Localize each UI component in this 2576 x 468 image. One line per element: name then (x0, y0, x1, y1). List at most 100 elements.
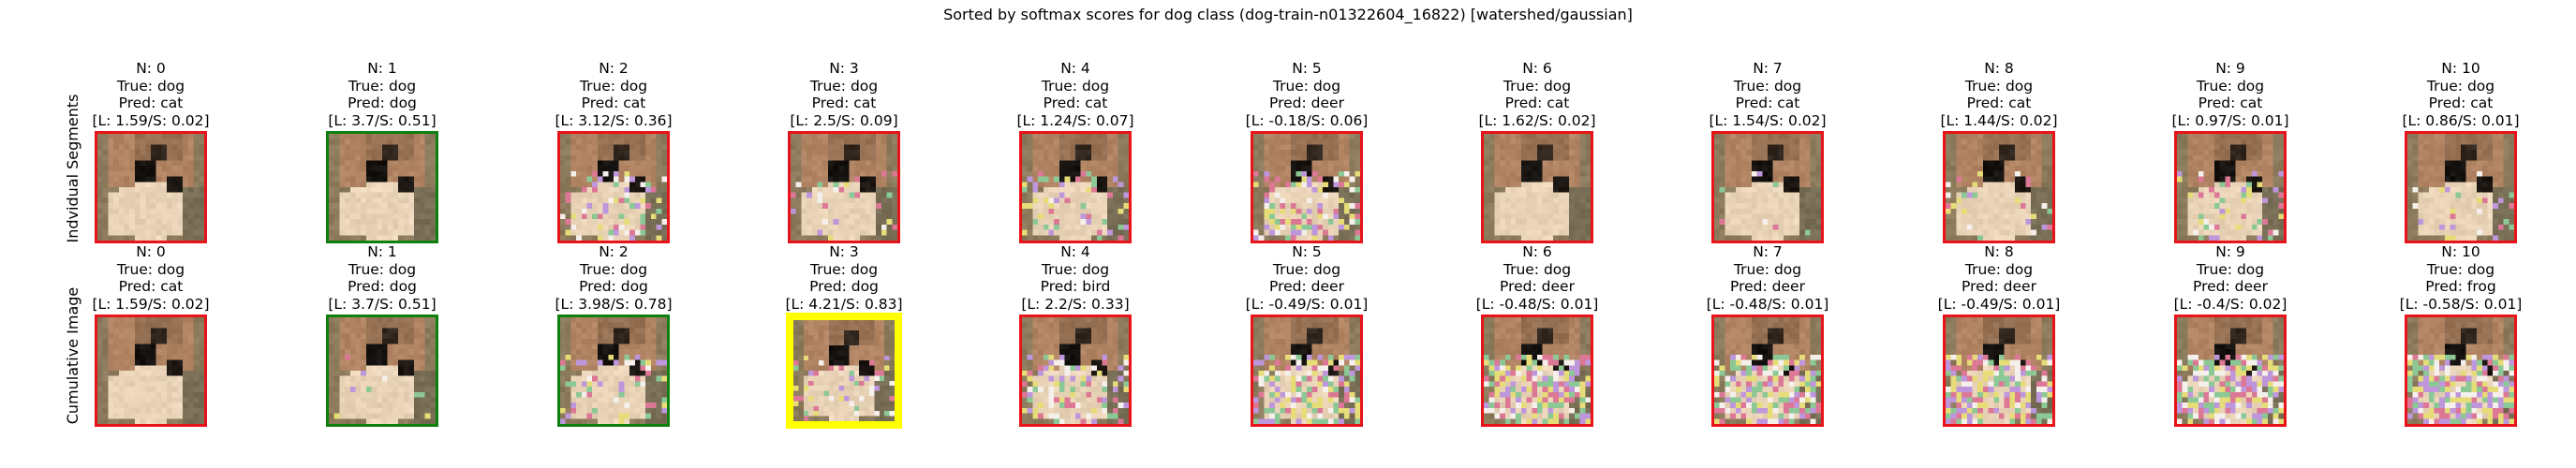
true-class-label: True: dog (2196, 77, 2265, 95)
true-class-label: True: dog (2426, 260, 2495, 278)
segment-thumbnail (1019, 131, 1132, 243)
true-class-label: True: dog (579, 77, 648, 95)
true-class-label: True: dog (579, 260, 648, 278)
true-class-label: True: dog (1503, 77, 1572, 95)
predicted-class-label: Pred: cat (811, 95, 877, 111)
segment-thumbnail (557, 131, 670, 243)
predicted-class-label: Pred: dog (809, 278, 879, 295)
segment-thumbnail (786, 313, 902, 429)
segment-thumbnail (1711, 131, 1824, 243)
segment-thumbnail (788, 131, 900, 243)
logit-softmax-label: [L: 3.7/S: 0.51] (328, 111, 437, 129)
segment-thumbnail (2405, 131, 2517, 243)
predicted-class-label: Pred: deer (2193, 278, 2268, 295)
logit-softmax-label: [L: 3.7/S: 0.51] (328, 295, 437, 313)
logit-softmax-label: [L: 4.21/S: 0.83] (785, 295, 903, 313)
logit-softmax-label: [L: 1.59/S: 0.02] (92, 111, 210, 129)
true-class-label: True: dog (2196, 260, 2265, 278)
predicted-class-label: Pred: cat (1735, 95, 1800, 111)
predicted-class-label: Pred: bird (1040, 278, 1111, 295)
true-class-label: True: dog (348, 260, 417, 278)
logit-softmax-label: [L: 2.2/S: 0.33] (1021, 295, 1130, 313)
predicted-class-label: Pred: cat (2428, 95, 2494, 111)
predicted-class-label: Pred: cat (1966, 95, 2032, 111)
segment-thumbnail (2174, 314, 2287, 427)
true-class-label: True: dog (1041, 77, 1110, 95)
true-class-label: True: dog (809, 77, 879, 95)
logit-softmax-label: [L: 0.97/S: 0.01] (2171, 111, 2289, 129)
segment-thumbnail (1251, 314, 1363, 427)
panel-index-label: N: 8 (1984, 243, 2014, 260)
predicted-class-label: Pred: deer (1962, 278, 2036, 295)
predicted-class-label: Pred: cat (1043, 95, 1108, 111)
true-class-label: True: dog (1733, 260, 1802, 278)
panel-index-label: N: 5 (1292, 243, 1322, 260)
logit-softmax-label: [L: -0.18/S: 0.06] (1245, 111, 1369, 129)
predicted-class-label: Pred: frog (2425, 278, 2496, 295)
predicted-class-label: Pred: deer (1500, 278, 1575, 295)
true-class-label: True: dog (1733, 77, 1802, 95)
panel-index-label: N: 7 (1753, 60, 1783, 77)
figure-title: Sorted by softmax scores for dog class (… (943, 6, 1633, 23)
logit-softmax-label: [L: 2.5/S: 0.09] (790, 111, 898, 129)
true-class-label: True: dog (1964, 260, 2034, 278)
segment-thumbnail (1019, 314, 1132, 427)
logit-softmax-label: [L: 3.98/S: 0.78] (555, 295, 673, 313)
panel-index-label: N: 4 (1060, 60, 1090, 77)
panel-index-label: N: 1 (367, 243, 397, 260)
true-class-label: True: dog (348, 77, 417, 95)
panel-index-label: N: 9 (2215, 60, 2245, 77)
predicted-class-label: Pred: deer (1269, 278, 1344, 295)
predicted-class-label: Pred: cat (1504, 95, 1570, 111)
logit-softmax-label: [L: 1.59/S: 0.02] (92, 295, 210, 313)
panel-index-label: N: 3 (829, 60, 859, 77)
panel-index-label: N: 9 (2215, 243, 2245, 260)
logit-softmax-label: [L: 1.44/S: 0.02] (1940, 111, 2058, 129)
panel-index-label: N: 8 (1984, 60, 2014, 77)
segment-thumbnail (1711, 314, 1824, 427)
true-class-label: True: dog (1041, 260, 1110, 278)
panel-index-label: N: 2 (599, 243, 629, 260)
true-class-label: True: dog (1272, 77, 1341, 95)
segment-thumbnail (95, 131, 207, 243)
logit-softmax-label: [L: 1.54/S: 0.02] (1709, 111, 1827, 129)
segment-thumbnail (95, 314, 207, 427)
predicted-class-label: Pred: deer (1269, 95, 1344, 111)
logit-softmax-label: [L: -0.49/S: 0.01] (1245, 295, 1369, 313)
predicted-class-label: Pred: dog (348, 278, 417, 295)
true-class-label: True: dog (1272, 260, 1341, 278)
panel-index-label: N: 6 (1522, 243, 1552, 260)
logit-softmax-label: [L: 1.62/S: 0.02] (1478, 111, 1596, 129)
panel-index-label: N: 4 (1060, 243, 1090, 260)
true-class-label: True: dog (1503, 260, 1572, 278)
true-class-label: True: dog (1964, 77, 2034, 95)
logit-softmax-label: [L: -0.58/S: 0.01] (2399, 295, 2523, 313)
panel-index-label: N: 7 (1753, 243, 1783, 260)
segment-thumbnail (326, 131, 438, 243)
predicted-class-label: Pred: cat (118, 278, 184, 295)
segment-thumbnail (1481, 314, 1593, 427)
logit-softmax-label: [L: -0.48/S: 0.01] (1475, 295, 1599, 313)
logit-softmax-label: [L: 3.12/S: 0.36] (555, 111, 673, 129)
panel-index-label: N: 10 (2441, 243, 2480, 260)
segment-thumbnail (1943, 131, 2055, 243)
panel-index-label: N: 1 (367, 60, 397, 77)
predicted-class-label: Pred: dog (348, 95, 417, 111)
true-class-label: True: dog (116, 77, 185, 95)
logit-softmax-label: [L: -0.49/S: 0.01] (1937, 295, 2061, 313)
